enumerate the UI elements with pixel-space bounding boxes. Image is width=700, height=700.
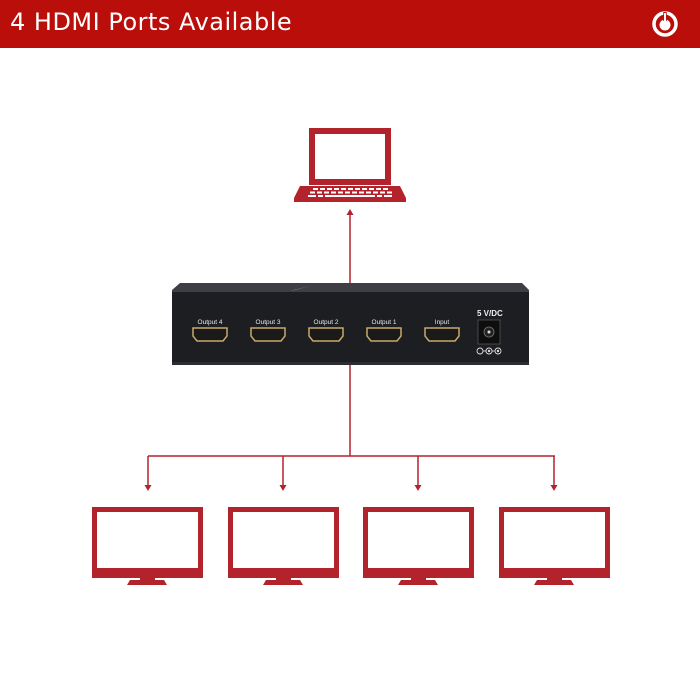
output-lines: [147, 365, 555, 486]
power-label: 5 V/DC: [477, 309, 503, 318]
port-label-output-4: Output 4: [197, 319, 223, 326]
port-label-output-3: Output 3: [255, 319, 281, 326]
page-title: 4 HDMI Ports Available: [10, 8, 293, 36]
hdmi-splitter: [172, 283, 529, 365]
output-arrowheads: [144, 485, 558, 491]
hdmi-ports: [192, 327, 460, 342]
monitor-icon: [228, 507, 339, 585]
input-arrow: [346, 209, 354, 285]
power-icon: [652, 11, 678, 37]
port-label-output-2: Output 2: [313, 319, 339, 326]
monitor-icon: [92, 507, 203, 585]
monitor-icon: [499, 507, 610, 585]
header-banner: 4 HDMI Ports Available: [0, 0, 700, 48]
monitor-icon: [363, 507, 474, 585]
laptop-icon: [294, 128, 406, 202]
port-label-input: Input: [434, 319, 450, 326]
port-label-output-1: Output 1: [371, 319, 397, 326]
